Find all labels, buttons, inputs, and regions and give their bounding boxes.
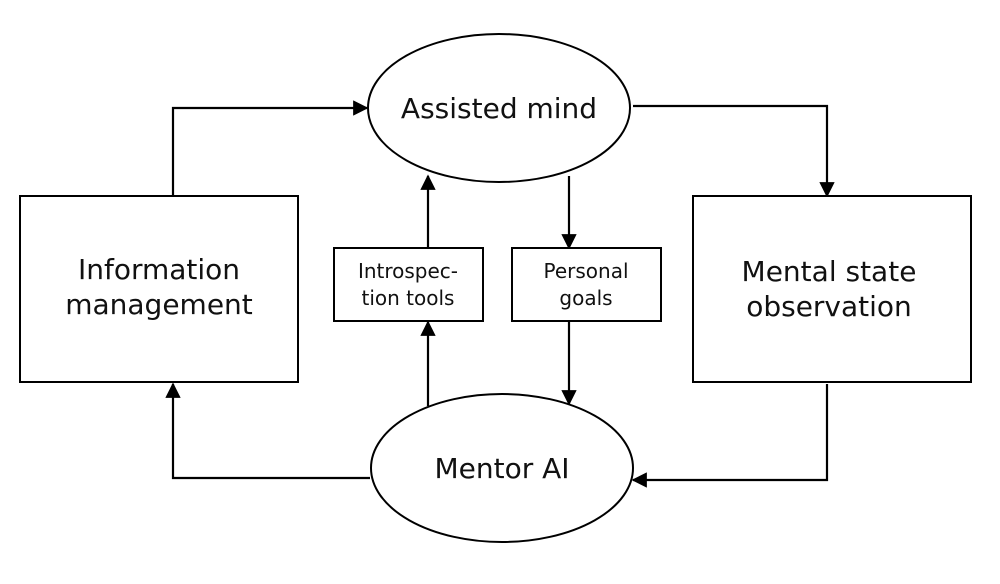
- assisted-mind-ellipse: [367, 33, 631, 183]
- edge-information-to-assisted-mind: [171, 100, 369, 196]
- personal-goals-box: [511, 247, 662, 322]
- information-management-label-line2: management: [65, 288, 253, 321]
- assisted-mind-label: Assisted mind: [401, 92, 597, 125]
- mental-state-observation-label-line2: observation: [746, 290, 912, 323]
- personal-goals-label-line1: Personal: [543, 259, 628, 283]
- node-mentor-ai: Mentor AI: [370, 393, 634, 543]
- information-management-box: [19, 195, 299, 383]
- node-personal-goals: Personal goals: [511, 247, 662, 322]
- mental-state-observation-label-line1: Mental state: [742, 255, 917, 288]
- introspection-tools-label-line2: tion tools: [362, 286, 455, 310]
- edge-mentor-ai-to-information: [165, 382, 370, 480]
- mentor-ai-ellipse: [370, 393, 634, 543]
- mental-state-observation-box: [692, 195, 972, 383]
- edges: [165, 100, 835, 488]
- information-management-label-line1: Information: [78, 253, 240, 286]
- edge-mental-state-to-mentor-ai: [631, 384, 829, 488]
- edge-assisted-mind-to-mental-state: [633, 104, 835, 198]
- introspection-tools-box: [333, 247, 484, 322]
- introspection-tools-label-line1: Introspec-: [358, 259, 458, 283]
- node-mental-state-observation: Mental state observation: [692, 195, 972, 383]
- personal-goals-label-line2: goals: [559, 286, 612, 310]
- node-assisted-mind: Assisted mind: [367, 33, 631, 183]
- node-introspection-tools: Introspec- tion tools: [333, 247, 484, 322]
- node-information-management: Information management: [19, 195, 299, 383]
- mentor-ai-label: Mentor AI: [434, 452, 569, 485]
